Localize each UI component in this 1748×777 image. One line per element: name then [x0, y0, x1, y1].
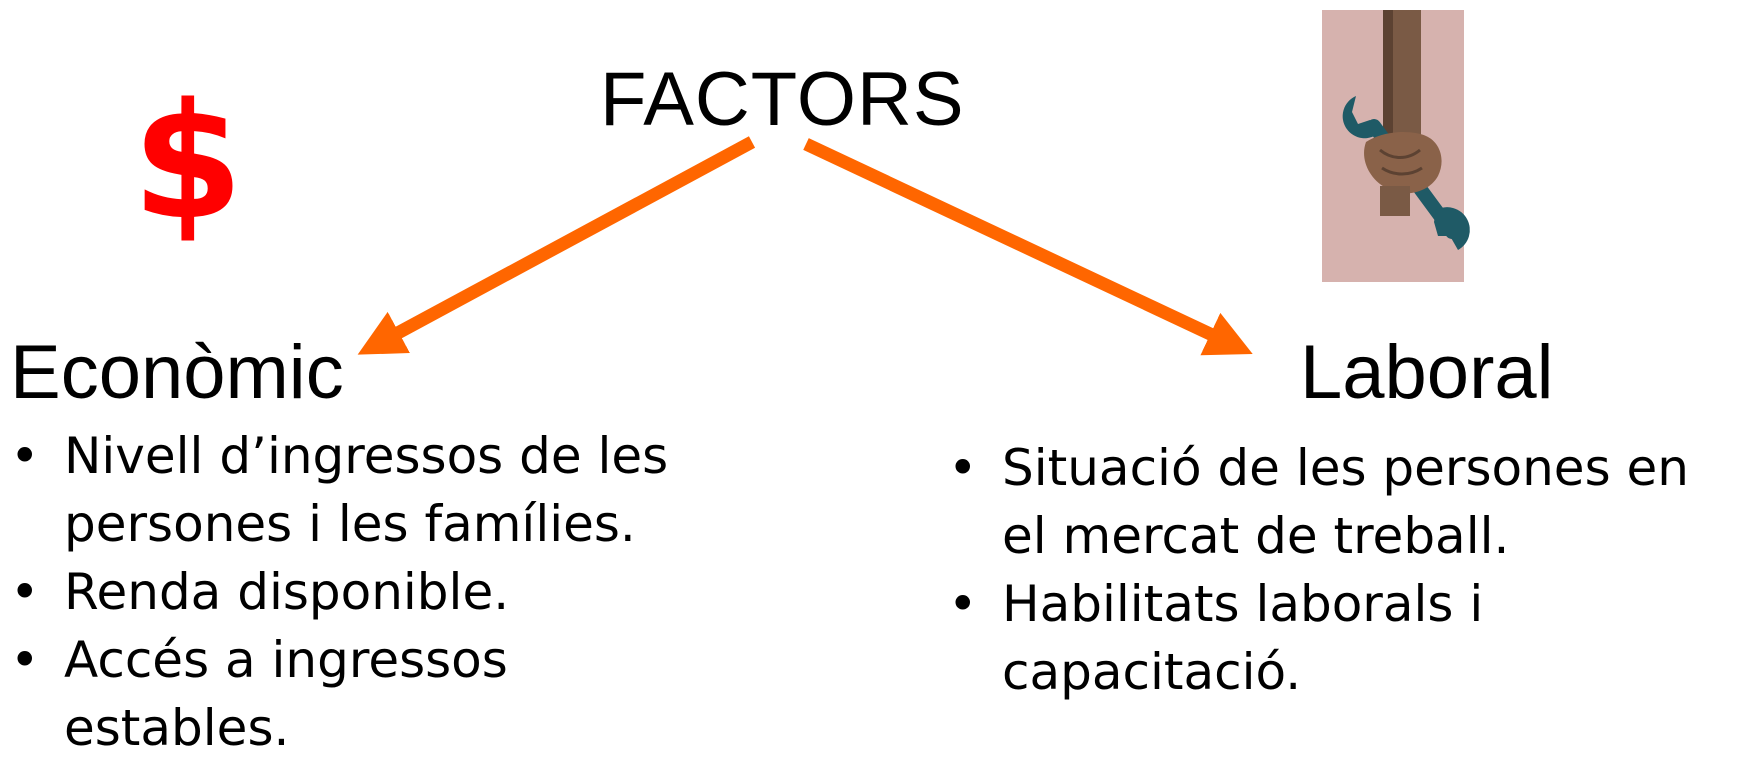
arrow-to-economic [357, 136, 756, 355]
arrow-to-labor [803, 138, 1253, 356]
list-item: Nivell d’ingressos de les persones i les… [10, 422, 730, 558]
list-item: Accés a ingressos estables. [10, 626, 730, 762]
labor-heading: Laboral [1300, 330, 1554, 415]
economic-heading: Econòmic [10, 330, 344, 415]
list-item: Renda disponible. [10, 558, 730, 626]
list-item: Situació de les persones en el mercat de… [948, 434, 1728, 570]
list-item: Habilitats laborals i capacitació. [948, 570, 1728, 706]
labor-factor-list: Situació de les persones en el mercat de… [948, 434, 1728, 706]
dollar-sign-icon: $ [132, 68, 244, 255]
hand-wrench-icon [1322, 10, 1470, 282]
diagram-title: FACTORS [600, 57, 965, 142]
economic-factor-list: Nivell d’ingressos de les persones i les… [10, 422, 730, 762]
